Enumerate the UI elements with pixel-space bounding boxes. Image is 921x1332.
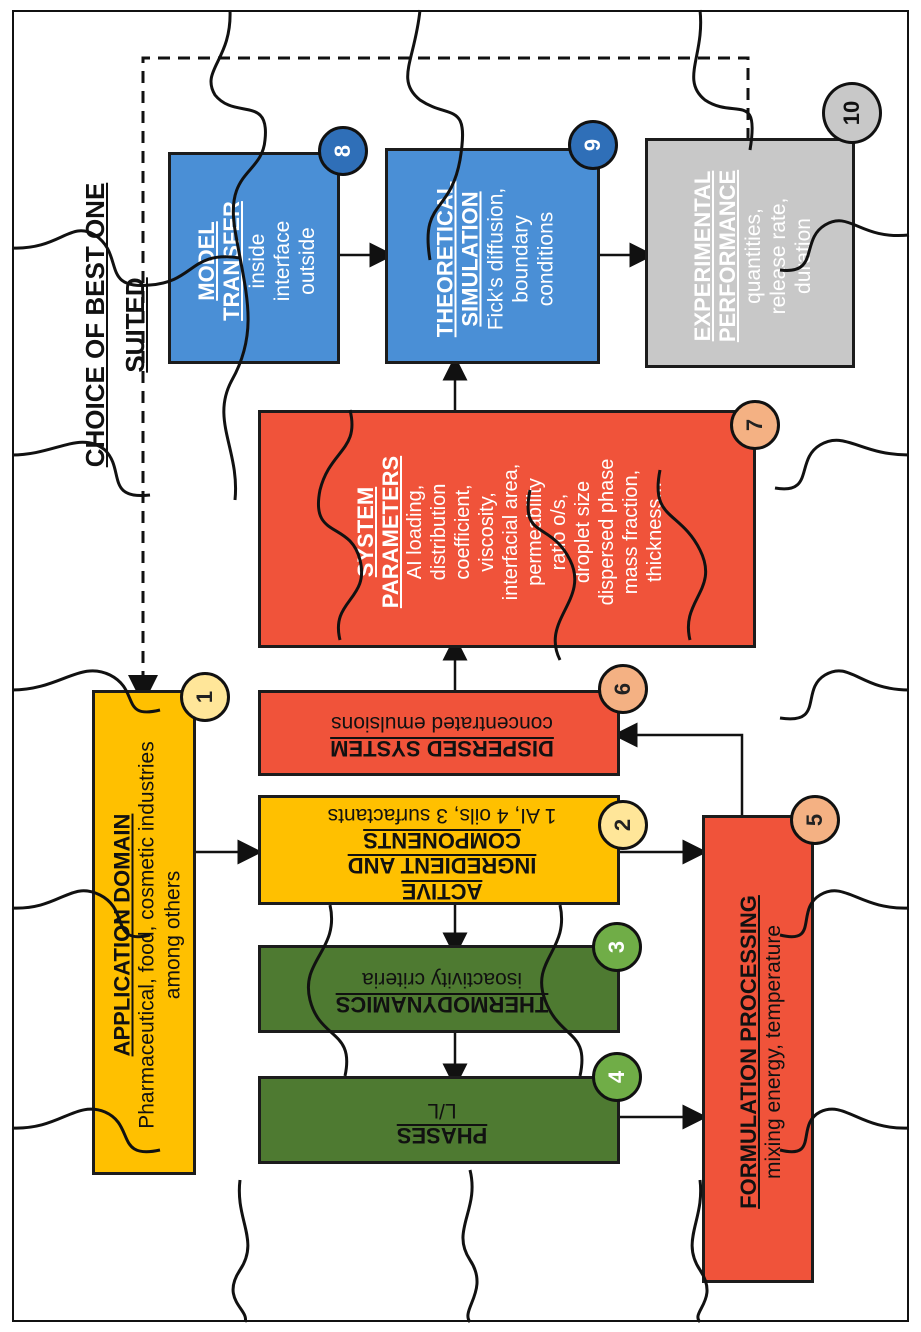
badge-5: 5	[790, 795, 840, 845]
formulation-processing-title: FORMULATION PROCESSING	[735, 895, 761, 1209]
badge-7: 7	[730, 400, 780, 450]
active-ingredient-title: ACTIVE INGREDIENT AND COMPONENTS	[347, 827, 537, 904]
system-parameters-line: ratio o/s,	[548, 493, 571, 571]
thermodynamics-title: THERMODYNAMICS	[335, 992, 549, 1018]
badge-9: 9	[568, 120, 618, 170]
system-parameters-line: thickness...	[644, 481, 667, 583]
system-parameters-line: viscosity,	[476, 492, 499, 572]
badge-1: 1	[180, 672, 230, 722]
badge-6: 6	[598, 664, 648, 714]
system-parameters-line: AI loading,	[404, 484, 427, 580]
system-parameters-line: distribution	[428, 483, 451, 581]
experimental-performance-title: EXPERIMENTAL PERFORMANCE	[689, 169, 741, 343]
model-transfer-line: outside	[295, 227, 319, 295]
system-parameters-title: SYSTEM PARAMETERS	[352, 455, 403, 609]
dispersed-system-box: DISPERSED SYSTEM concentrated emulsions	[258, 690, 620, 776]
application-domain-box: APPLICATION DOMAIN Pharmaceutical, food,…	[92, 690, 196, 1175]
theoretical-simulation-line: Fick's diffusion,	[484, 187, 508, 331]
system-parameters-line: dispersed phase	[596, 458, 619, 606]
theoretical-simulation-line: conditions	[534, 211, 558, 307]
phases-box: PHASES L/L	[258, 1076, 620, 1164]
experimental-performance-line: release rate,	[766, 197, 790, 315]
thermodynamics-text: isoactivity criteria	[362, 967, 522, 991]
model-transfer-title: MODEL TRANSFER	[193, 201, 245, 321]
formulation-processing-box: FORMULATION PROCESSING mixing energy, te…	[702, 815, 814, 1283]
model-transfer-line: interface	[270, 220, 294, 302]
badge-8: 8	[318, 126, 368, 176]
theoretical-simulation-line: boundary	[509, 215, 533, 303]
badge-4: 4	[592, 1052, 642, 1102]
badge-3: 3	[592, 922, 642, 972]
phases-title: PHASES	[396, 1123, 488, 1149]
active-ingredient-box: ACTIVE INGREDIENT AND COMPONENTS 1 AI, 4…	[258, 795, 620, 905]
system-parameters-line: interfacial area,	[500, 463, 523, 601]
system-parameters-line: permeability	[524, 478, 547, 586]
system-parameters-line: droplet size	[572, 480, 595, 584]
dispersed-system-text: concentrated emulsions	[331, 711, 553, 735]
system-parameters-line: mass fraction,	[620, 469, 643, 595]
system-parameters-line: coefficient,	[452, 484, 475, 580]
experimental-performance-line: quantities,	[741, 208, 765, 304]
badge-2: 2	[598, 800, 648, 850]
theoretical-simulation-title: THEORETICAL SIMULATION	[432, 180, 483, 338]
experimental-performance-line: duration	[791, 218, 815, 294]
thermodynamics-box: THERMODYNAMICS isoactivity criteria	[258, 945, 620, 1033]
diagram-title: CHOICE OF BEST ONE SUITED	[80, 182, 150, 468]
application-domain-text: Pharmaceutical, food, cosmetic industrie…	[135, 741, 185, 1129]
formulation-processing-text: mixing energy, temperature	[762, 924, 786, 1180]
active-ingredient-text: 1 AI, 4 oils, 3 surfactants	[327, 803, 557, 827]
badge-10: 10	[822, 82, 882, 144]
application-domain-title: APPLICATION DOMAIN	[109, 813, 135, 1057]
model-transfer-line: inside	[245, 233, 269, 289]
phases-text: L/L	[427, 1098, 457, 1122]
dispersed-system-title: DISPERSED SYSTEM	[330, 736, 554, 762]
